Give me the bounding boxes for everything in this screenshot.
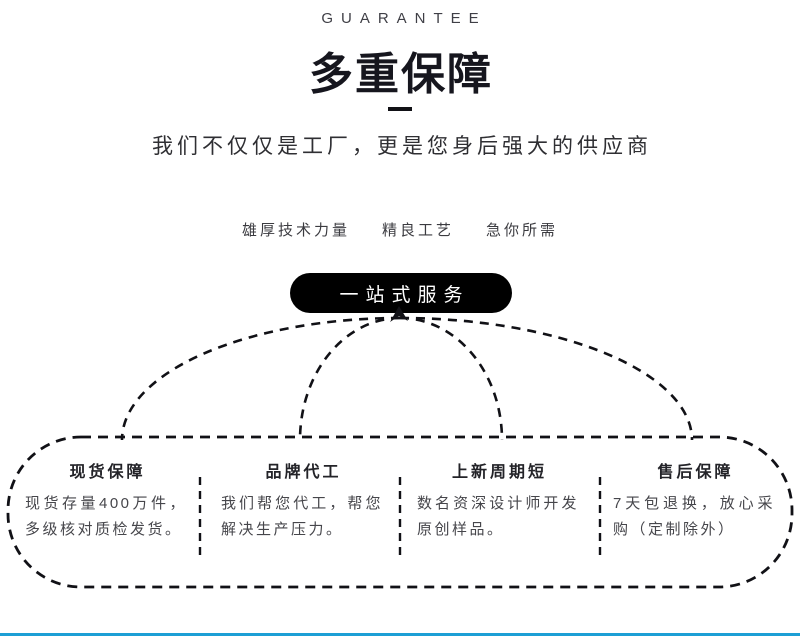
feature-tagline-row: 雄厚技术力量 精良工艺 急你所需 — [0, 219, 800, 240]
col-desc: 7天包退换，放心采购（定制除外） — [613, 495, 775, 539]
feature-tagline: 急你所需 — [486, 222, 559, 239]
column-new-arrival-cycle: 上新周期短 数名资深设计师开发原创样品。 — [400, 437, 596, 587]
page-title: 多重保障 — [309, 50, 493, 99]
subtitle: 我们不仅仅是工厂，更是您身后强大的供应商 — [152, 135, 652, 158]
connector-curve — [298, 316, 401, 441]
col-title: 现货保障 — [69, 464, 146, 481]
eyebrow-label: GUARANTEE — [321, 10, 487, 27]
feature-tagline: 雄厚技术力量 — [241, 222, 350, 239]
guarantee-columns: 现货保障 现货存量400万件，多级核对质检发货。 品牌代工 我们帮您代工，帮您解… — [8, 437, 792, 587]
column-after-sales: 售后保障 7天包退换，放心采购（定制除外） — [596, 437, 792, 587]
col-title: 品牌代工 — [265, 464, 342, 481]
bottom-accent-line — [0, 633, 800, 636]
connector-curve — [120, 316, 401, 441]
one-stop-service-pill: 一站式服务 — [290, 273, 512, 313]
col-desc: 现货存量400万件，多级核对质检发货。 — [25, 495, 187, 539]
feature-tagline: 精良工艺 — [381, 222, 454, 239]
arrow-up-icon — [390, 306, 408, 322]
container-outline — [6, 435, 794, 589]
col-title: 上新周期短 — [451, 464, 547, 481]
title-dash-divider — [388, 107, 412, 111]
column-stock-guarantee: 现货保障 现货存量400万件，多级核对质检发货。 — [8, 437, 204, 587]
col-title: 售后保障 — [657, 464, 734, 481]
connector-curve — [399, 316, 694, 441]
column-brand-oem: 品牌代工 我们帮您代工，帮您解决生产压力。 — [204, 437, 400, 587]
pill-label: 一站式服务 — [339, 284, 470, 306]
col-desc: 数名资深设计师开发原创样品。 — [417, 495, 579, 539]
connector-curve — [399, 316, 504, 441]
col-desc: 我们帮您代工，帮您解决生产压力。 — [221, 495, 383, 539]
